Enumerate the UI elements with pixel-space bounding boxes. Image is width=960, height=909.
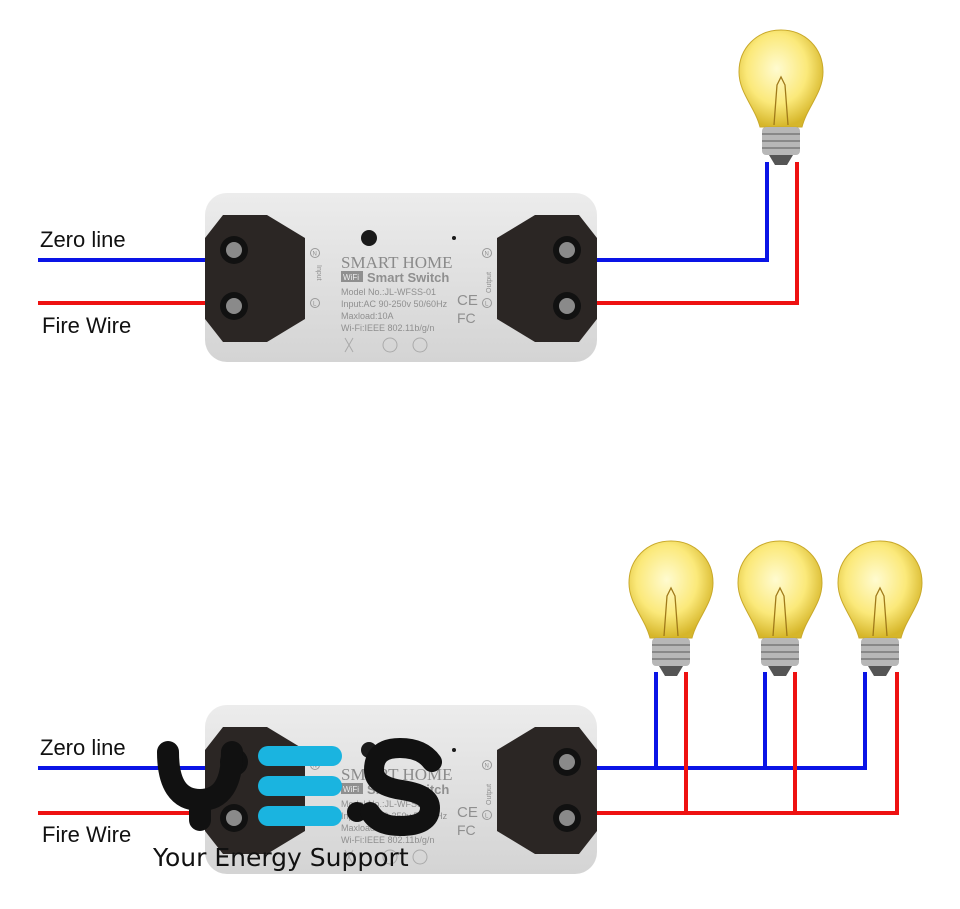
status-led xyxy=(452,236,456,240)
rohs-icon xyxy=(412,337,428,353)
device-title: Smart Switch xyxy=(367,270,449,285)
output-side-label: Output xyxy=(486,272,493,293)
light-bulb xyxy=(837,540,923,677)
light-bulb xyxy=(737,540,823,677)
logo-y xyxy=(157,741,243,831)
input-n-terminal-label: N xyxy=(313,252,317,258)
weee-bin-icon xyxy=(344,337,354,353)
fire-wire-output xyxy=(592,672,899,815)
device-input-spec: Input:AC 90-250v 50/60Hz xyxy=(341,299,448,309)
smart-switch-device: SMART HOME WiFi Smart Switch Model No.:J… xyxy=(205,193,597,362)
output-l-terminal-label: L xyxy=(485,302,489,308)
output-n-terminal-label: N xyxy=(485,252,489,258)
input-side-label: Input xyxy=(315,265,322,281)
diagram-single-bulb: SMART HOME WiFi Smart Switch Model No.:J… xyxy=(38,29,824,362)
fcc-mark: FC xyxy=(457,310,476,326)
yes-logo-watermark: Your Energy Support xyxy=(152,737,442,872)
recycle-icon xyxy=(382,337,398,353)
fire-wire-output xyxy=(592,162,799,305)
light-bulb xyxy=(738,29,824,166)
zero-line-label: Zero line xyxy=(40,227,126,252)
pairing-button xyxy=(361,230,377,246)
light-bulb xyxy=(628,540,714,677)
device-maxload: Maxload:10A xyxy=(341,311,394,321)
logo-tagline: Your Energy Support xyxy=(152,843,409,872)
zero-line-output-wire xyxy=(592,672,867,770)
zero-line-output-wire xyxy=(592,162,769,262)
zero-line-label: Zero line xyxy=(40,735,126,760)
device-model: Model No.:JL-WFSS-01 xyxy=(341,287,436,297)
ce-mark: CE xyxy=(457,292,478,309)
logo-s xyxy=(360,737,442,837)
device-wifi-badge: WiFi xyxy=(343,273,359,282)
input-l-terminal-label: L xyxy=(313,302,317,308)
diagram-three-bulbs: Zero line Fire Wire xyxy=(38,540,923,875)
fire-wire-label: Fire Wire xyxy=(42,822,131,847)
fire-wire-label: Fire Wire xyxy=(42,313,131,338)
device-brand: SMART HOME xyxy=(341,253,453,272)
device-wifi-spec: Wi-Fi:IEEE 802.11b/g/n xyxy=(341,323,434,333)
